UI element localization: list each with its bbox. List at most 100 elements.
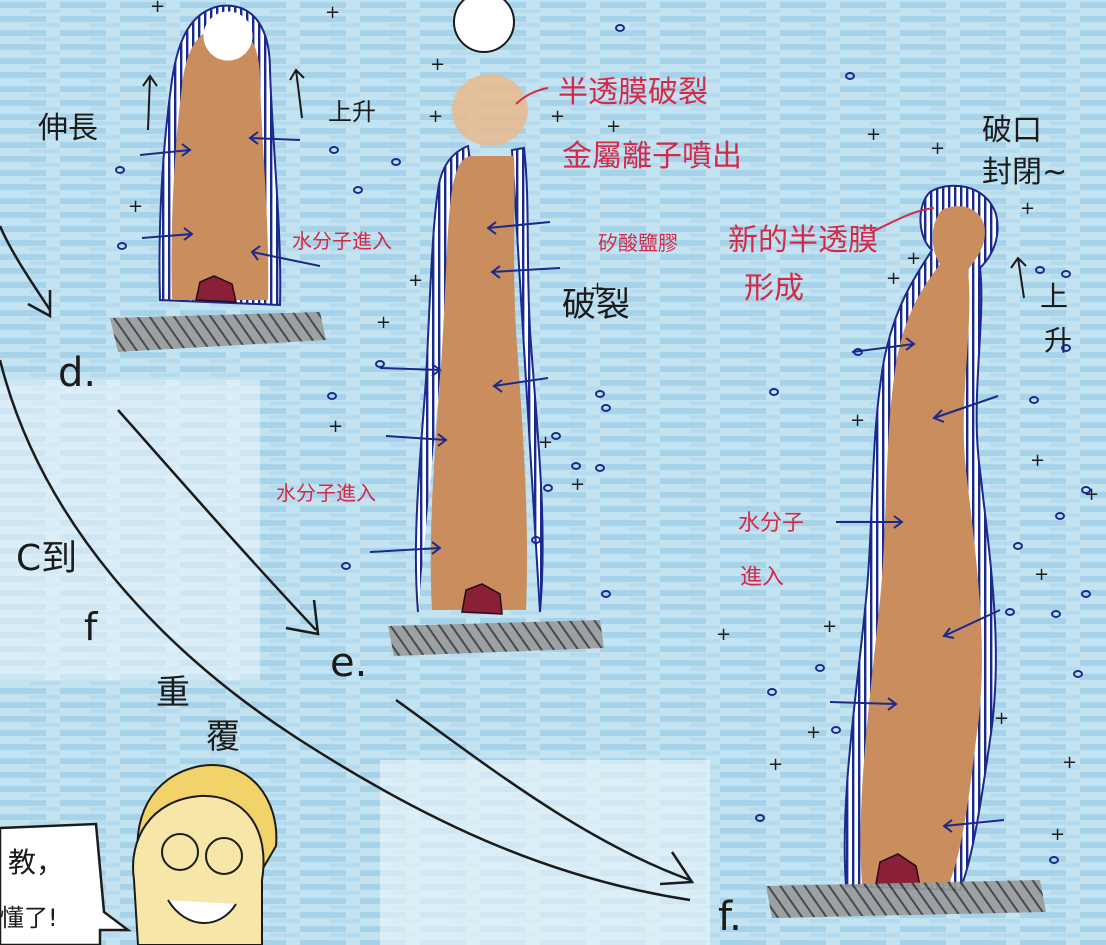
ion-plus-mark: + xyxy=(606,116,621,137)
label-new-membrane-2: 形成 xyxy=(744,271,804,306)
ion-plus-mark: + xyxy=(866,124,881,145)
water-molecule-mark xyxy=(1055,512,1065,520)
repeat-loop-curve xyxy=(0,359,691,902)
stage-f-arrow-3 xyxy=(829,697,898,711)
stage-e-burst-cloud xyxy=(452,74,528,146)
ion-plus-mark: + xyxy=(1050,824,1065,845)
ion-plus-mark: + xyxy=(430,54,445,75)
water-molecule-mark xyxy=(531,536,541,544)
label-rise-f-1: 上 xyxy=(1040,280,1068,313)
water-molecule-mark xyxy=(353,186,363,194)
paper-highlight xyxy=(0,380,260,680)
ion-plus-mark: + xyxy=(886,268,901,289)
ion-plus-mark: + xyxy=(822,616,837,637)
character-mouth xyxy=(167,899,237,924)
label-repeat-c: C到 xyxy=(16,538,77,579)
stage-e-crystal xyxy=(461,583,503,615)
water-molecule-mark xyxy=(115,166,125,174)
stage-marker-e: e. xyxy=(330,640,367,686)
stage-d-bubble xyxy=(203,11,253,61)
stage-d-arrow-4 xyxy=(250,245,321,267)
ion-plus-mark: + xyxy=(150,0,165,17)
ion-plus-mark: + xyxy=(376,312,391,333)
ion-plus-mark: + xyxy=(325,2,340,23)
ion-plus-mark: + xyxy=(930,138,945,159)
ion-plus-mark: + xyxy=(538,432,553,453)
transition-arrow-e-to-f xyxy=(395,698,695,886)
water-molecule-mark xyxy=(1081,590,1091,598)
speech-bubble xyxy=(0,822,132,945)
stage-f-tube-fill xyxy=(860,206,985,886)
stage-e-arrow-5 xyxy=(490,265,561,279)
label-repeat-1: 重 xyxy=(156,673,190,713)
speech-text-2: 懂了! xyxy=(0,904,58,932)
stage-f-arrow-2 xyxy=(836,515,904,529)
label-membrane-rupture: 半透膜破裂 xyxy=(558,75,708,110)
ion-plus-mark: + xyxy=(994,708,1009,729)
speech-text-1: 教， xyxy=(8,846,64,879)
stage-d-ground xyxy=(110,312,326,352)
stage-f-ground xyxy=(766,880,1046,918)
label-colloid: 矽酸鹽膠 xyxy=(598,231,678,255)
stage-e-tube-fill xyxy=(430,156,528,610)
water-molecule-mark xyxy=(601,590,611,598)
ion-plus-mark: + xyxy=(1030,450,1045,471)
label-opening-seal-2: 封閉~ xyxy=(982,155,1067,190)
water-molecule-mark xyxy=(853,348,863,356)
water-molecule-mark xyxy=(755,814,765,822)
transition-arrow-d-to-e xyxy=(117,409,320,636)
water-molecule-mark xyxy=(571,462,581,470)
stage-e-pointer xyxy=(515,87,549,105)
ion-plus-mark: + xyxy=(570,474,585,495)
stage-f-arrow-4 xyxy=(932,395,999,423)
water-molecule-mark xyxy=(1061,270,1071,278)
ion-plus-mark: + xyxy=(906,248,921,269)
water-molecule-mark xyxy=(1013,542,1023,550)
water-molecule-mark xyxy=(615,24,625,32)
cartoon-character xyxy=(132,764,278,945)
ion-plus-mark: + xyxy=(428,106,443,127)
stage-d-arrow-3 xyxy=(248,131,301,145)
stage-d-arrow-1 xyxy=(139,143,192,157)
stage-d-tube-fill xyxy=(171,25,269,300)
water-molecule-mark xyxy=(543,484,553,492)
ion-plus-mark: + xyxy=(716,624,731,645)
ion-plus-mark: + xyxy=(1062,752,1077,773)
ion-plus-mark: + xyxy=(1034,564,1049,585)
ion-plus-mark: + xyxy=(550,106,565,127)
stage-d-tube xyxy=(110,4,326,352)
water-molecule-mark xyxy=(769,388,779,396)
stage-marker-d: d. xyxy=(58,350,96,396)
label-opening-seal-1: 破口 xyxy=(982,113,1042,148)
water-molecule-mark xyxy=(845,72,855,80)
label-water-in-f-1: 水分子 xyxy=(738,511,804,536)
water-molecule-mark xyxy=(1029,396,1039,404)
ion-plus-mark: + xyxy=(806,722,821,743)
water-molecule-mark xyxy=(831,726,841,734)
stage-e-arrow-4 xyxy=(486,221,551,235)
water-molecule-mark xyxy=(601,404,611,412)
water-molecule-mark xyxy=(1051,610,1061,618)
water-molecule-mark xyxy=(1035,266,1045,274)
water-molecule-mark xyxy=(391,158,401,166)
character-glasses-left xyxy=(161,833,199,871)
water-molecule-mark xyxy=(329,146,339,154)
label-new-membrane-1: 新的半透膜 xyxy=(728,223,878,258)
label-repeat-2: 覆 xyxy=(206,717,240,757)
water-molecule-mark xyxy=(1005,608,1015,616)
water-molecule-mark xyxy=(1061,344,1071,352)
label-rise-d: 上升 xyxy=(328,98,376,126)
character-glasses-right xyxy=(205,837,243,875)
stage-f-arrow-6 xyxy=(942,819,1005,833)
stage-f-arrow-5 xyxy=(942,609,1001,639)
ion-plus-mark: + xyxy=(850,410,865,431)
water-molecule-mark xyxy=(815,664,825,672)
stage-f-up-arrow xyxy=(1010,256,1027,299)
water-molecule-mark xyxy=(595,390,605,398)
water-molecule-mark xyxy=(375,360,385,368)
label-metal-ions-spray: 金屬離子噴出 xyxy=(562,139,742,174)
stage-e-arrow-1 xyxy=(379,363,442,377)
water-molecule-mark xyxy=(341,562,351,570)
water-molecule-mark xyxy=(117,242,127,250)
